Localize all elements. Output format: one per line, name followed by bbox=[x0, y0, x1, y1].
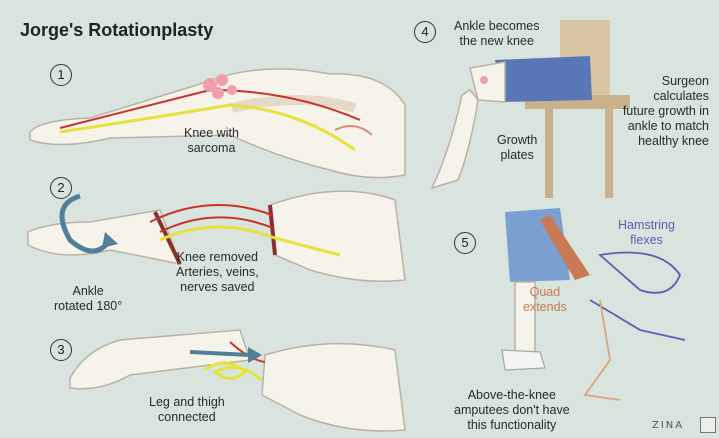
label-line: this functionality bbox=[454, 418, 570, 433]
label-line: Above-the-knee bbox=[454, 388, 570, 403]
label-line: extends bbox=[523, 300, 567, 315]
panel-1-leg-with-sarcoma bbox=[30, 69, 405, 178]
label-line: Knee with bbox=[184, 126, 239, 141]
label-quad-extends: Quad extends bbox=[523, 285, 567, 315]
diagram-title: Jorge's Rotationplasty bbox=[20, 20, 213, 41]
label-line: healthy knee bbox=[614, 134, 709, 149]
label-ankle-rotated: Ankle rotated 180° bbox=[54, 284, 122, 314]
label-growth-plates: Growth plates bbox=[497, 133, 537, 163]
label-line: future growth in bbox=[614, 104, 709, 119]
step-5-badge: 5 bbox=[454, 232, 476, 254]
label-leg-thigh-connected: Leg and thigh connected bbox=[149, 395, 225, 425]
label-ankle-becomes-knee: Ankle becomes the new knee bbox=[454, 19, 539, 49]
label-above-knee-amputees: Above-the-knee amputees don't have this … bbox=[454, 388, 570, 433]
shin-4 bbox=[432, 90, 478, 188]
label-line: plates bbox=[497, 148, 537, 163]
label-line: Leg and thigh bbox=[149, 395, 225, 410]
thigh-shape-3 bbox=[262, 344, 405, 431]
step-1-badge: 1 bbox=[50, 64, 72, 86]
label-line: sarcoma bbox=[184, 141, 239, 156]
label-line: ankle to match bbox=[614, 119, 709, 134]
label-line: rotated 180° bbox=[54, 299, 122, 314]
label-line: Ankle bbox=[54, 284, 122, 299]
label-line: Surgeon bbox=[614, 74, 709, 89]
label-line: flexes bbox=[618, 233, 675, 248]
thigh-shape-2 bbox=[270, 191, 405, 281]
label-knee-with-sarcoma: Knee with sarcoma bbox=[184, 126, 239, 156]
prosthetic-ghost bbox=[590, 300, 685, 340]
artist-logo-icon bbox=[700, 417, 716, 433]
label-line: nerves saved bbox=[176, 280, 259, 295]
shoe-5 bbox=[502, 350, 545, 370]
label-surgeon-calculates: Surgeon calculates future growth in ankl… bbox=[614, 74, 709, 149]
lower-leg-shape-3 bbox=[70, 330, 250, 389]
leg-shape-1 bbox=[30, 69, 405, 178]
step-2-badge: 2 bbox=[50, 177, 72, 199]
label-line: the new knee bbox=[454, 34, 539, 49]
label-hamstring-flexes: Hamstring flexes bbox=[618, 218, 675, 248]
artist-signature: ZINA bbox=[652, 420, 684, 431]
step-4-badge: 4 bbox=[414, 21, 436, 43]
artery-2b bbox=[160, 217, 273, 232]
nerve-loop-3 bbox=[205, 363, 262, 380]
chair-leg-left bbox=[545, 108, 553, 198]
label-line: Knee removed bbox=[176, 250, 259, 265]
label-line: Ankle becomes bbox=[454, 19, 539, 34]
label-line: Arteries, veins, bbox=[176, 265, 259, 280]
label-line: amputees don't have bbox=[454, 403, 570, 418]
label-knee-removed: Knee removed Arteries, veins, nerves sav… bbox=[176, 250, 259, 295]
hamstring-ghost bbox=[600, 253, 680, 293]
panel-3-leg-thigh-connected bbox=[70, 330, 405, 431]
shorts-4 bbox=[495, 56, 592, 102]
artery-2 bbox=[150, 205, 272, 222]
label-line: Growth bbox=[497, 133, 537, 148]
step-3-badge: 3 bbox=[50, 339, 72, 361]
label-line: Quad bbox=[523, 285, 567, 300]
label-line: calculates bbox=[614, 89, 709, 104]
growth-plate-marker bbox=[480, 76, 488, 84]
chair-leg-right bbox=[605, 108, 613, 198]
label-line: Hamstring bbox=[618, 218, 675, 233]
label-line: connected bbox=[149, 410, 225, 425]
